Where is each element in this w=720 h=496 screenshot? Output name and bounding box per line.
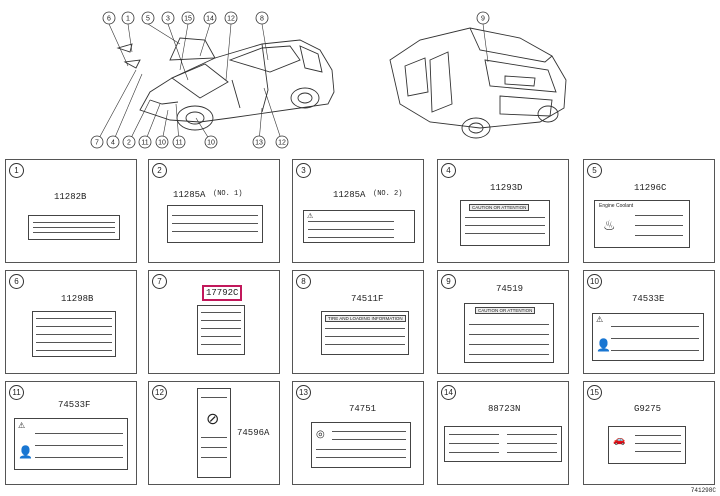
cell-2[interactable]: 2 11285A (NO. 1) [148, 159, 280, 263]
cell-5[interactable]: 5 11296C Engine Coolant ♨ [583, 159, 715, 263]
label-drawing: CAUTION OR ATTENTION [464, 303, 554, 363]
callout-top-1: 6 [107, 16, 111, 23]
part-number: 88723N [488, 404, 521, 414]
label-grid: 1 11282B 2 11285A (NO. 1) 3 11285A (NO. … [0, 152, 720, 496]
cell-number: 4 [441, 163, 456, 178]
cell-9[interactable]: 9 74519 CAUTION OR ATTENTION [437, 270, 569, 374]
part-suffix: (NO. 1) [213, 190, 243, 198]
part-number: 11293D [490, 183, 523, 193]
callout-bottom-1: 7 [95, 140, 99, 147]
part-number: 11296C [634, 183, 667, 193]
part-number: 74519 [496, 284, 524, 294]
callout-bottom-2: 4 [111, 140, 115, 147]
cell-6[interactable]: 6 11298B [5, 270, 137, 374]
label-header: CAUTION OR ATTENTION [469, 204, 530, 211]
cell-number: 15 [587, 385, 602, 400]
part-number: 11285A [333, 190, 366, 200]
cell-number: 5 [587, 163, 602, 178]
cell-1[interactable]: 1 11282B [5, 159, 137, 263]
callout-top-6: 14 [206, 16, 214, 23]
person-icon: 👤 [596, 338, 611, 352]
callout-bottom-3: 2 [127, 140, 131, 147]
part-number: 74533F [58, 400, 91, 410]
vehicle-illustrations: 6 1 5 3 15 14 12 8 7 4 2 11 10 11 10 13 … [0, 0, 720, 152]
label-drawing [444, 426, 562, 462]
person-icon: 👤 [18, 445, 33, 459]
cell-13[interactable]: 13 74751 ◎ [292, 381, 424, 485]
cell-number: 2 [152, 163, 167, 178]
label-drawing [197, 305, 245, 355]
no-symbol-icon: ⊘ [206, 411, 220, 428]
cell-15[interactable]: 15 G9275 🚗 [583, 381, 715, 485]
cell-number: 10 [587, 274, 602, 289]
cell-12[interactable]: 12 ⊘ 74596A [148, 381, 280, 485]
label-drawing: 🚗 [608, 426, 686, 464]
cell-number: 14 [441, 385, 456, 400]
callout-top-3: 5 [146, 16, 150, 23]
label-drawing: ⊘ [197, 388, 231, 478]
warning-triangle-icon: ⚠ [596, 315, 604, 324]
part-number: 11298B [61, 294, 94, 304]
cell-4[interactable]: 4 11293D CAUTION OR ATTENTION [437, 159, 569, 263]
callout-top-4: 3 [166, 16, 170, 23]
cell-3[interactable]: 3 11285A (NO. 2) ⚠ [292, 159, 424, 263]
callout-top-2: 1 [126, 16, 130, 23]
warning-triangle-icon: ⚠ [307, 213, 314, 220]
label-header: TIRE AND LOADING INFORMATION [325, 315, 406, 322]
part-number: G9275 [634, 404, 662, 414]
label-header: CAUTION OR ATTENTION [475, 307, 536, 314]
coolant-icon: ♨ [603, 217, 616, 233]
label-drawing [167, 205, 263, 243]
cell-number: 6 [9, 274, 24, 289]
car-icon: 🚗 [613, 435, 626, 446]
callout-rear: 9 [481, 16, 485, 23]
callout-top-7: 12 [227, 16, 235, 23]
callout-bottom-4: 11 [141, 140, 148, 147]
callout-bottom-7: 10 [207, 140, 215, 147]
label-drawing: Engine Coolant ♨ [594, 200, 690, 248]
cell-7[interactable]: 7 17792C [148, 270, 280, 374]
label-drawing: TIRE AND LOADING INFORMATION [321, 311, 409, 355]
cell-number: 13 [296, 385, 311, 400]
part-number: 74533E [632, 294, 665, 304]
cell-14[interactable]: 14 88723N [437, 381, 569, 485]
cell-number: 3 [296, 163, 311, 178]
cell-number: 7 [152, 274, 167, 289]
part-number: 74511F [351, 294, 384, 304]
cell-number: 8 [296, 274, 311, 289]
callout-bottom-6: 11 [175, 140, 182, 147]
label-caption: Engine Coolant [599, 203, 634, 209]
callout-top-8: 8 [260, 16, 264, 23]
cell-11[interactable]: 11 74533F ⚠ 👤 [5, 381, 137, 485]
part-number: 11282B [54, 192, 87, 202]
cell-number: 9 [441, 274, 456, 289]
diagram-reference: 741298C [690, 487, 716, 494]
cell-8[interactable]: 8 74511F TIRE AND LOADING INFORMATION [292, 270, 424, 374]
callout-top-5: 15 [184, 16, 192, 23]
label-drawing: ⚠ [303, 210, 415, 243]
label-drawing: ⚠ 👤 [592, 313, 704, 361]
callout-bottom-8: 13 [255, 140, 263, 147]
part-number-highlighted[interactable]: 17792C [202, 285, 243, 301]
label-drawing [28, 215, 120, 240]
cell-number: 11 [9, 385, 24, 400]
label-drawing: ◎ [311, 422, 411, 468]
label-drawing: ⚠ 👤 [14, 418, 128, 470]
part-number: 74751 [349, 404, 377, 414]
warning-triangle-icon: ⚠ [18, 421, 26, 430]
part-suffix: (NO. 2) [373, 190, 403, 198]
part-number: 11285A [173, 190, 206, 200]
label-drawing [32, 311, 116, 357]
cell-number: 1 [9, 163, 24, 178]
part-number: 74596A [237, 428, 270, 438]
emblem-icon: ◎ [316, 429, 325, 440]
cell-10[interactable]: 10 74533E ⚠ 👤 [583, 270, 715, 374]
vehicle-line-drawings: 6 1 5 3 15 14 12 8 7 4 2 11 10 11 10 13 … [90, 11, 567, 149]
callout-bottom-9: 12 [278, 140, 286, 147]
label-drawing: CAUTION OR ATTENTION [460, 200, 550, 246]
callout-bottom-5: 10 [158, 140, 166, 147]
cell-number: 12 [152, 385, 167, 400]
